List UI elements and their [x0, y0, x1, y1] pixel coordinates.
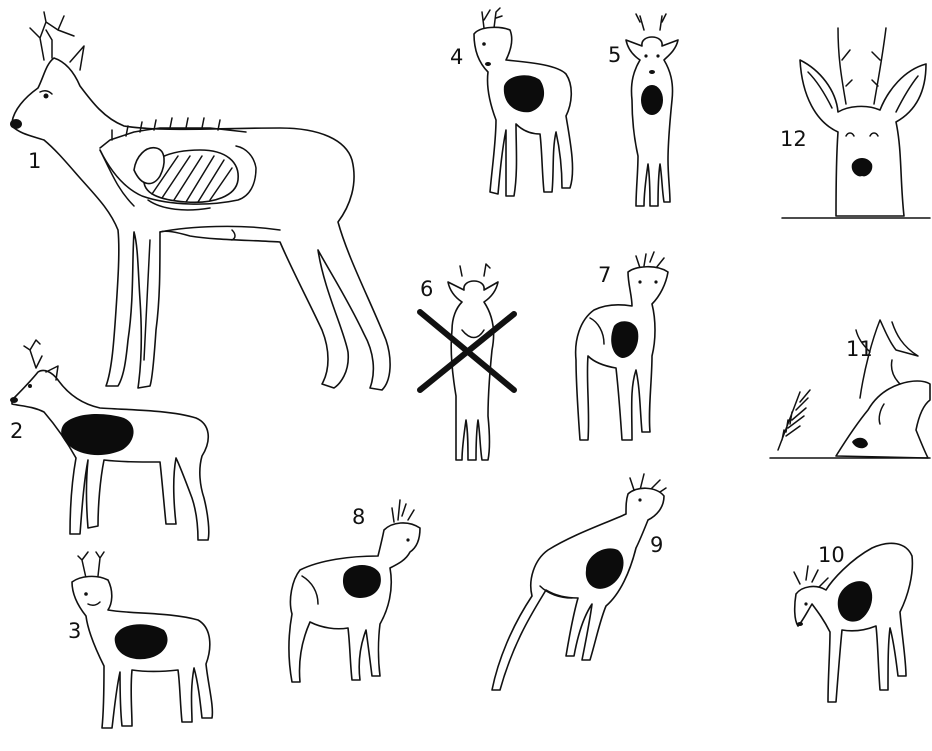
figure-9-deer-uphill	[492, 474, 666, 690]
figure-10-deer-head-down	[794, 543, 912, 702]
deer-body-outline	[289, 523, 420, 682]
antler-icon	[392, 500, 414, 522]
figure-12-deer-head-frontal	[782, 28, 930, 218]
figure-1-anatomy-deer	[10, 12, 390, 390]
antler-icon	[482, 8, 502, 28]
nose-icon	[852, 158, 873, 176]
antler-icon	[636, 14, 666, 30]
deer-body-outline	[492, 488, 664, 690]
deer-head-outline	[800, 60, 926, 216]
figure-label-1: 1	[28, 149, 41, 173]
deer-body-outline	[12, 370, 209, 540]
figure-3-deer-quartering	[72, 552, 212, 728]
figure-label-7: 7	[598, 263, 611, 287]
figure-6-deer-rear-view-rejected	[420, 264, 514, 460]
deer-body-outline	[626, 37, 678, 206]
deer-body-outline	[12, 58, 390, 390]
figure-4-deer-quartering-toward	[474, 8, 573, 196]
figure-label-12: 12	[780, 127, 807, 151]
antler-icon	[460, 264, 490, 276]
antler-icon	[794, 566, 828, 588]
deer-body-outline	[795, 543, 913, 702]
antler-icon	[78, 552, 104, 578]
figure-label-5: 5	[608, 43, 621, 67]
grass-ear-icon	[778, 390, 810, 450]
figure-5-deer-frontal	[626, 14, 678, 206]
figure-label-4: 4	[450, 45, 463, 69]
figure-7-deer-quartering-away	[576, 252, 668, 440]
antler-icon	[636, 252, 664, 268]
figure-label-9: 9	[650, 533, 663, 557]
figure-label-3: 3	[68, 619, 81, 643]
target-zone-heart-lung	[641, 85, 663, 115]
antler-icon	[24, 340, 42, 368]
antler-icon	[838, 28, 886, 104]
figure-label-2: 2	[10, 419, 23, 443]
figure-label-8: 8	[352, 505, 365, 529]
figure-label-6: 6	[420, 277, 433, 301]
figure-label-11: 11	[846, 337, 873, 361]
figure-label-10: 10	[818, 543, 845, 567]
antler-icon	[30, 12, 74, 60]
nose-icon	[10, 119, 22, 129]
deer-head-outline	[836, 381, 930, 458]
